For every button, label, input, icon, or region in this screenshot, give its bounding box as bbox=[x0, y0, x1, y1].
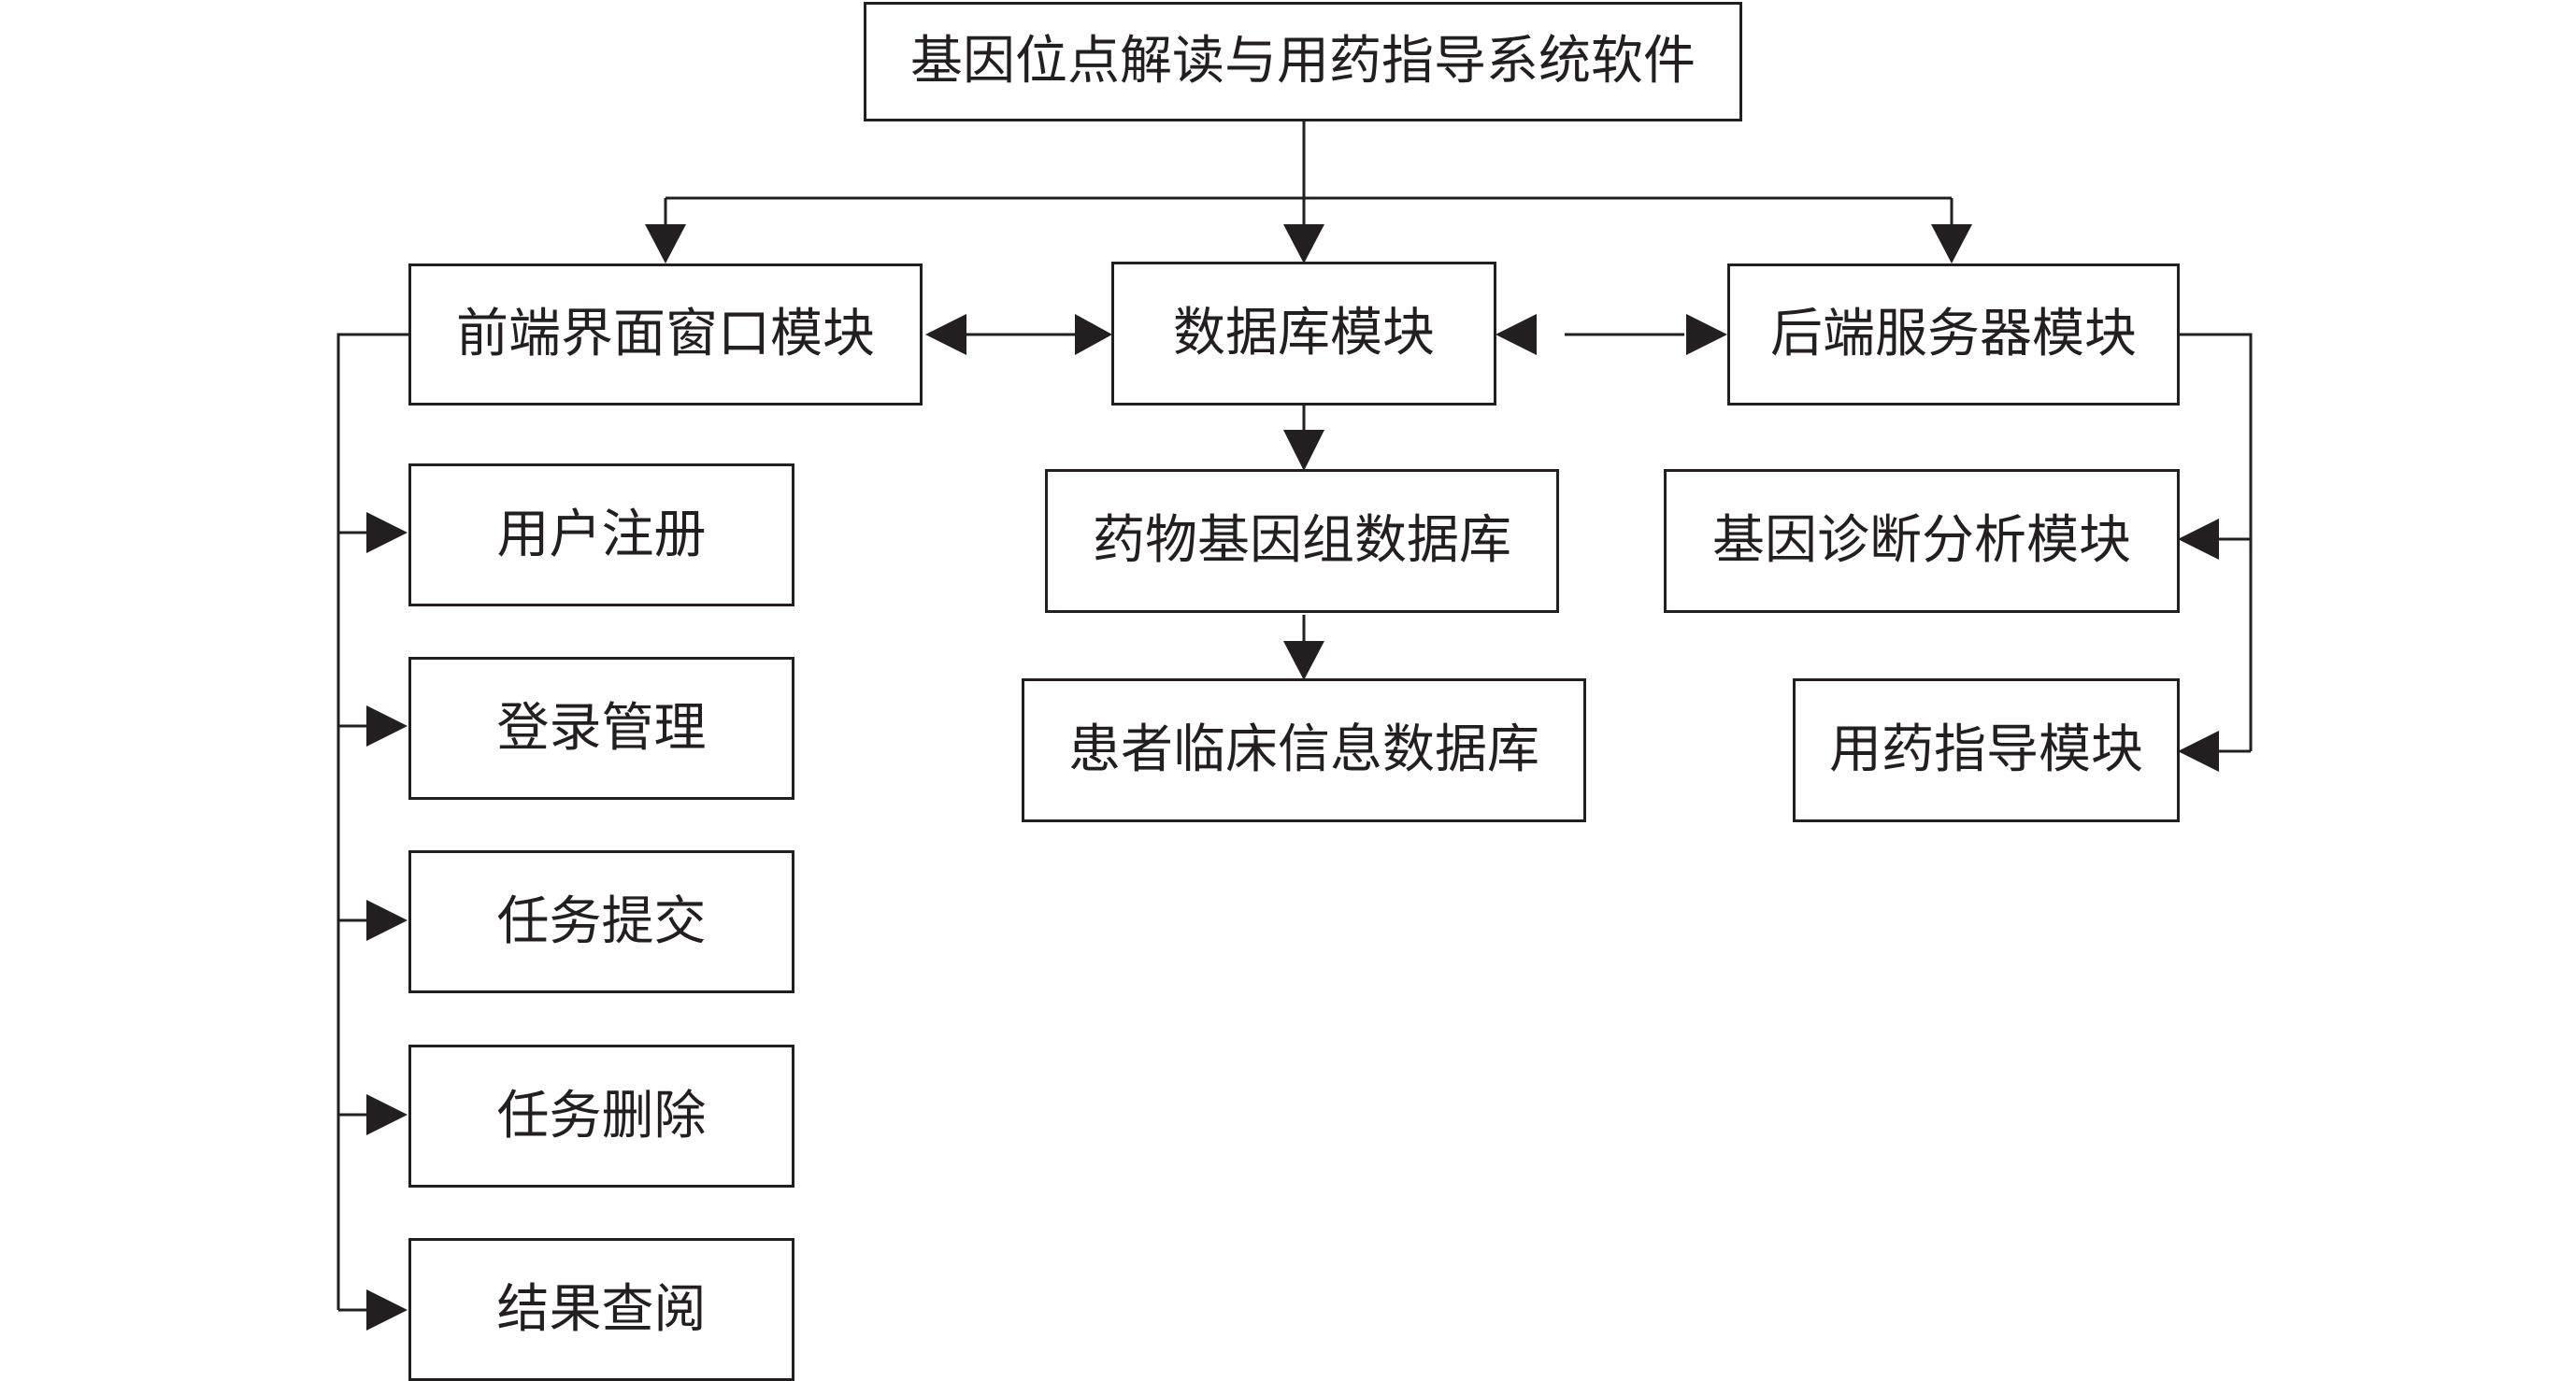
database-item-pharmacogenomics: 药物基因组数据库 bbox=[1045, 469, 1559, 613]
arrow-down-frontend bbox=[645, 224, 686, 263]
frontend-module-node: 前端界面窗口模块 bbox=[408, 263, 923, 406]
frontend-item-results: 结果查阅 bbox=[408, 1238, 794, 1381]
arrow-right-delete bbox=[366, 1094, 408, 1135]
backend-item-label: 用药指导模块 bbox=[1829, 719, 2143, 780]
arrow-left-diagnosis bbox=[2178, 519, 2219, 560]
frontend-item-label: 任务提交 bbox=[496, 890, 707, 952]
arrow-down-clinical bbox=[1283, 641, 1324, 680]
arrow-down-database bbox=[1283, 224, 1324, 263]
frontend-module-label: 前端界面窗口模块 bbox=[456, 304, 875, 364]
backend-item-guidance: 用药指导模块 bbox=[1793, 678, 2180, 822]
database-module-node: 数据库模块 bbox=[1111, 262, 1496, 406]
arrow-right-login bbox=[366, 705, 408, 747]
frontend-item-delete: 任务删除 bbox=[408, 1045, 794, 1188]
database-item-label: 药物基因组数据库 bbox=[1093, 510, 1511, 571]
frontend-item-submit: 任务提交 bbox=[408, 850, 794, 993]
arrow-right-submit bbox=[366, 900, 408, 941]
frontend-bracket-line bbox=[336, 333, 411, 1310]
frontend-item-label: 用户注册 bbox=[496, 504, 707, 565]
root-node: 基因位点解读与用药指导系统软件 bbox=[864, 2, 1742, 121]
database-item-label: 患者临床信息数据库 bbox=[1068, 719, 1539, 780]
arrow-right-results bbox=[366, 1289, 408, 1331]
arrow-right-backend bbox=[1686, 314, 1727, 355]
database-module-label: 数据库模块 bbox=[1173, 303, 1435, 363]
backend-module-node: 后端服务器模块 bbox=[1727, 263, 2180, 406]
arrow-right-database bbox=[1075, 314, 1112, 355]
backend-item-diagnosis: 基因诊断分析模块 bbox=[1664, 469, 2180, 613]
frontend-item-register: 用户注册 bbox=[408, 463, 794, 606]
arrow-right-register bbox=[366, 512, 408, 553]
frontend-item-label: 登录管理 bbox=[496, 697, 707, 759]
frontend-item-label: 任务删除 bbox=[496, 1085, 707, 1146]
frontend-item-login: 登录管理 bbox=[408, 657, 794, 800]
root-label: 基因位点解读与用药指导系统软件 bbox=[910, 31, 1696, 92]
backend-item-label: 基因诊断分析模块 bbox=[1712, 510, 2131, 571]
backend-bracket-line bbox=[2178, 333, 2253, 751]
arrow-left-database bbox=[1496, 314, 1537, 355]
arrow-down-backend bbox=[1931, 224, 1972, 263]
database-item-clinical: 患者临床信息数据库 bbox=[1022, 678, 1586, 822]
arrow-left-frontend bbox=[925, 314, 966, 355]
arrow-left-guidance bbox=[2178, 731, 2219, 772]
arrow-down-pgx bbox=[1283, 430, 1324, 471]
backend-module-label: 后端服务器模块 bbox=[1770, 304, 2137, 364]
frontend-item-label: 结果查阅 bbox=[496, 1278, 707, 1340]
